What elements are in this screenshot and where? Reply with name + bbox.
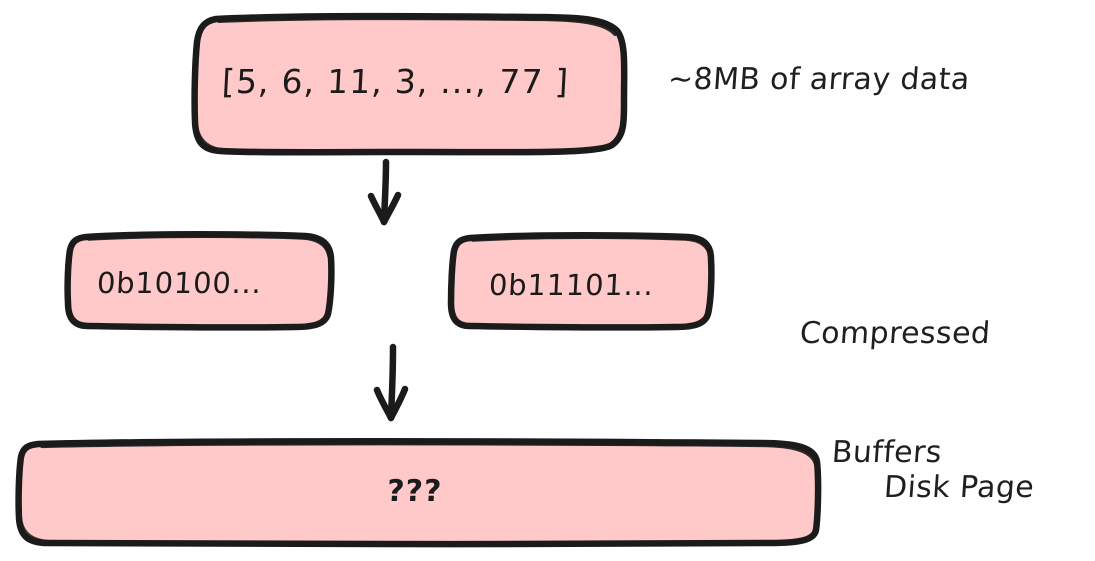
array-data-box-text: [5, 6, 11, 3, ..., 77 ] [220,62,571,101]
compressed-buffer-2-box-shape [447,232,715,331]
array-data-box-shape [191,12,628,156]
arrow-buffers-to-disk-shape [373,343,409,422]
disk-page-label: Disk Page [882,470,1036,505]
compressed-buffers-label-line1: Compressed [798,316,992,352]
array-data-label: ~8MB of array data [666,62,971,97]
disk-page-box-shape [15,438,822,548]
arrow-array-to-buffers-shape [367,158,402,226]
disk-page-box-text: ??? [386,474,444,509]
compressed-buffer-1-box-shape [64,231,335,331]
compressed-buffer-2-text: 0b11101... [488,268,655,302]
compressed-buffers-label-line2: Buffers [830,434,944,470]
compressed-buffer-1-text: 0b10100... [96,266,263,300]
